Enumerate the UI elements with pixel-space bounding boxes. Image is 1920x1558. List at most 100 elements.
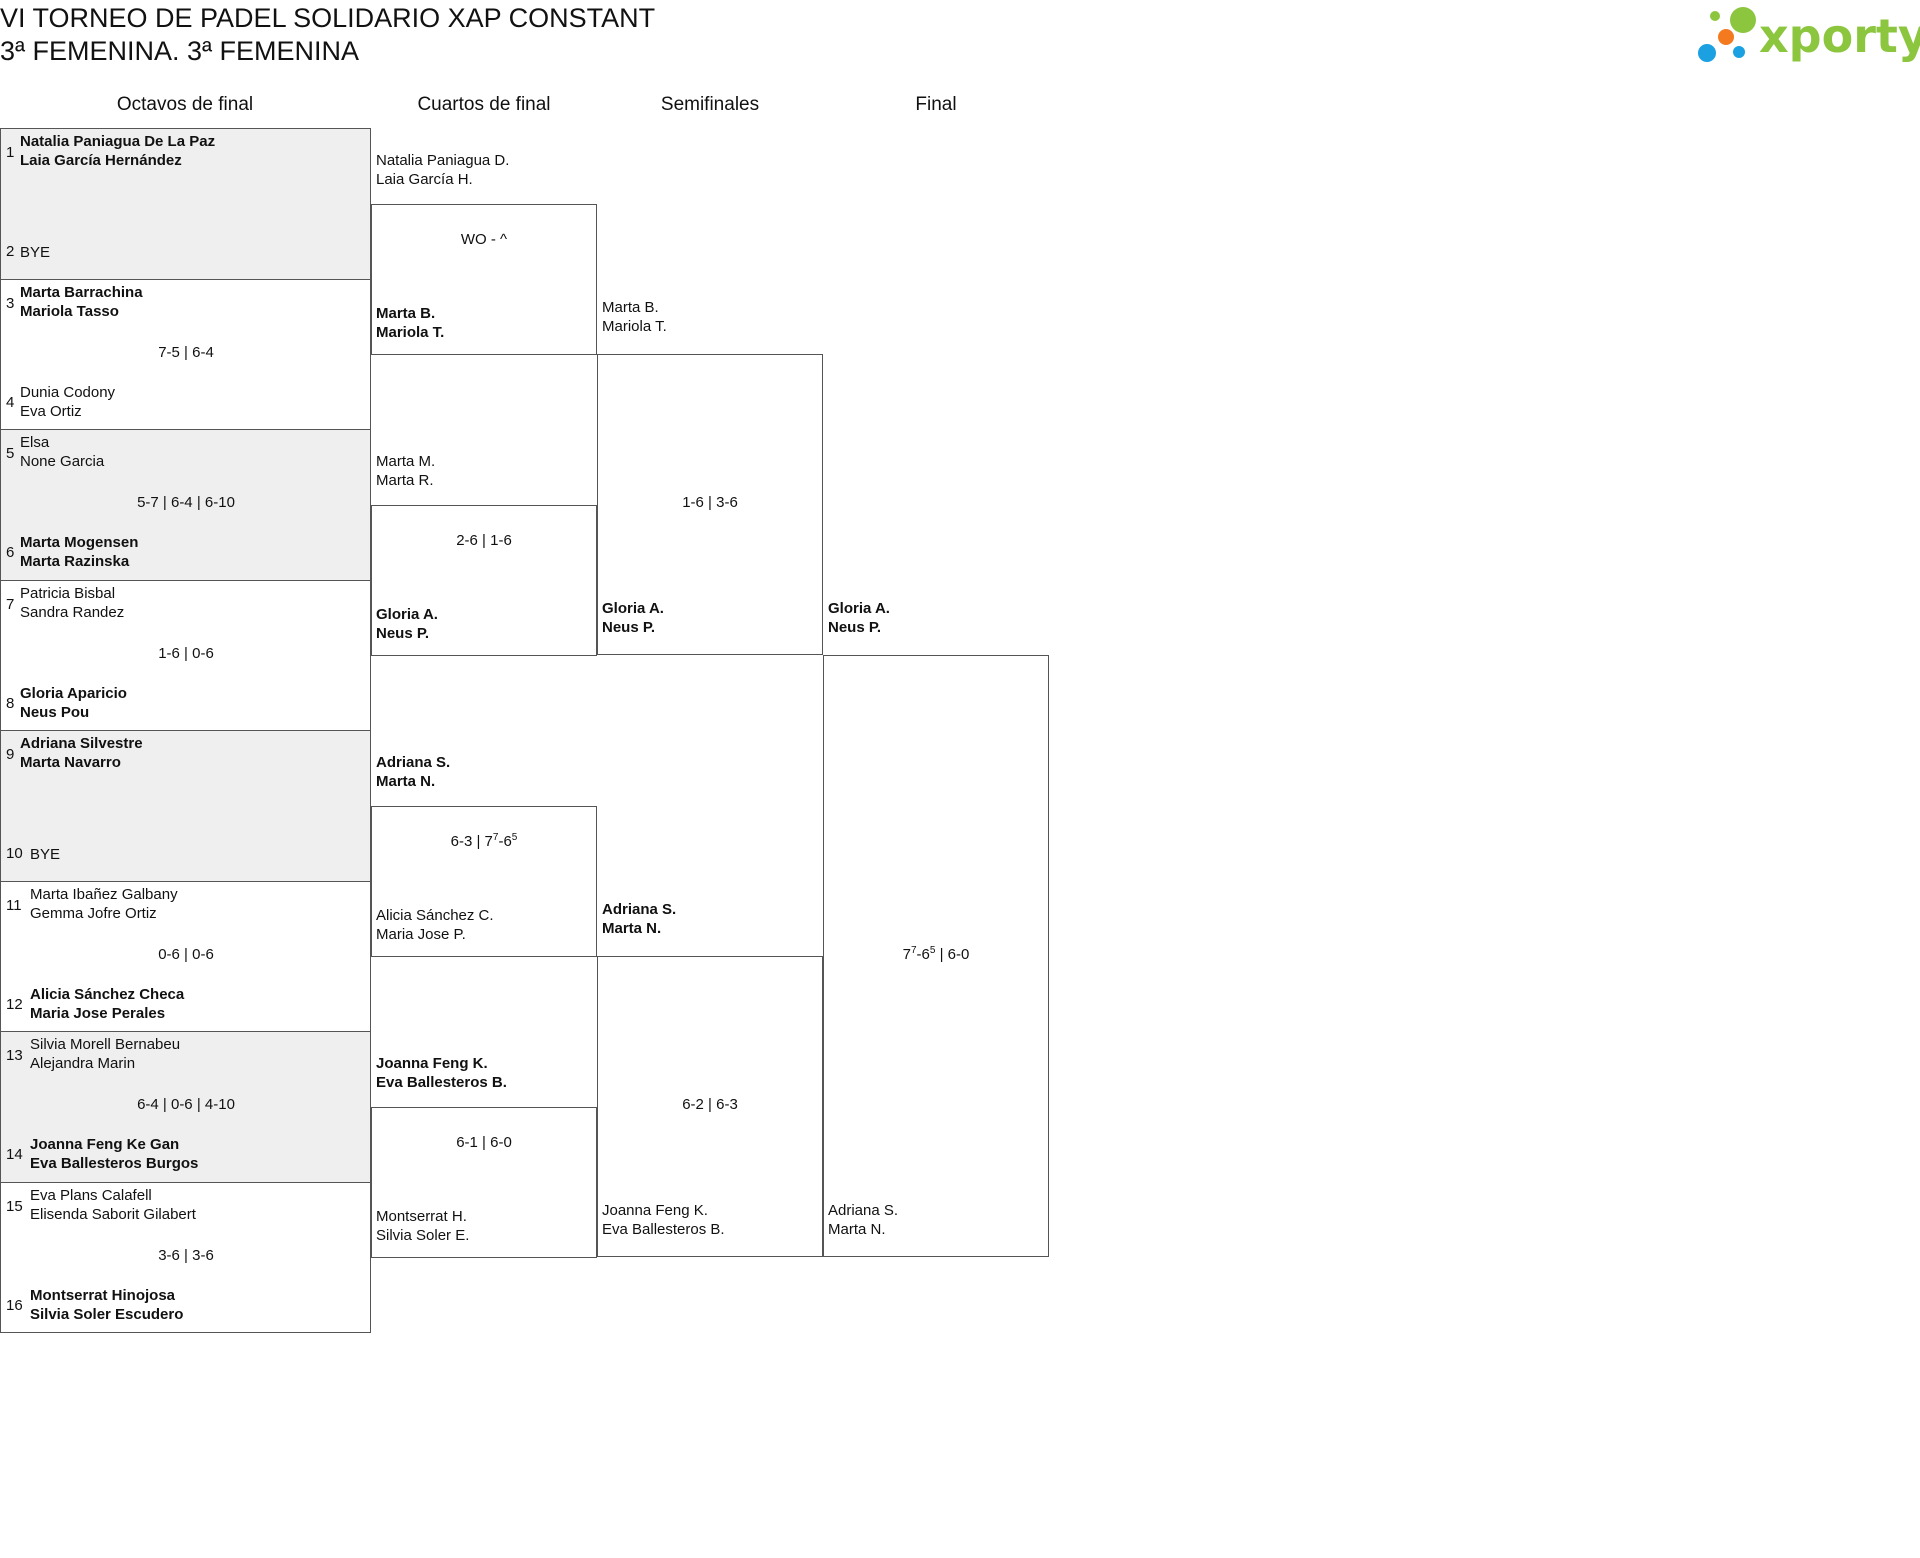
logo-dot-orange [1718,29,1734,45]
qf-team-1-player-2: Laia García H. [376,170,473,188]
qf-score-4: 6-1 | 6-0 [456,1133,512,1151]
logo-dot-green [1730,7,1756,33]
qf-team-3: Marta M.Marta R. [376,452,435,490]
tournament-title: VI TORNEO DE PADEL SOLIDARIO XAP CONSTAN… [0,3,656,33]
r16-team-10: BYE [30,845,60,864]
seed-number: 1 [6,144,15,161]
qf-match-2 [371,504,597,656]
final-match [823,654,1049,1257]
r16-team-8-player-2: Neus Pou [20,703,90,721]
final-team-1: Gloria A.Neus P. [828,599,890,637]
sf-team-2-player-2: Neus P. [602,618,656,636]
qf-score-3: 6-3 | 77-65 [450,831,518,850]
seed-number: 14 [6,1146,23,1163]
sf-team-4: Joanna Feng K.Eva Ballesteros B. [602,1201,725,1239]
r16-team-14-player-1: Joanna Feng Ke Gan [30,1136,180,1153]
r16-team-13-player-2: Alejandra Marin [30,1055,136,1072]
r16-team-11-player-2: Gemma Jofre Ortiz [30,904,157,922]
qf-team-5-player-1: Adriana S. [376,753,451,771]
sf-score-2: 6-2 | 6-3 [682,1096,738,1113]
r16-match-8 [0,1181,371,1333]
seed-number: 11 [6,896,22,914]
r16-team-12-player-2: Maria Jose Perales [30,1004,166,1022]
qf-team-6-player-2: Maria Jose P. [376,925,466,943]
sf-team-1-player-1: Marta B. [602,298,659,316]
qf-team-4-player-2: Neus P. [376,624,430,642]
qf-team-2-player-2: Mariola T. [376,323,445,341]
qf-team-4: Gloria A.Neus P. [376,605,438,643]
r16-team-13-player-1: Silvia Morell Bernabeu [30,1036,181,1053]
r16-match-3 [0,429,371,581]
qf-score-1: WO - ^ [460,230,508,248]
r16-team-16-player-1: Montserrat Hinojosa [30,1286,176,1304]
qf-team-7: Joanna Feng K.Eva Ballesteros B. [376,1054,507,1092]
r16-team-7-player-1: Patricia Bisbal [20,584,116,602]
sf-team-1: Marta B.Mariola T. [602,298,667,336]
qf-team-7-player-1: Joanna Feng K. [376,1054,488,1072]
r16-match-1 [0,128,371,280]
qf-team-3-player-1: Marta M. [376,452,436,470]
final-score: 77-65 | 6-0 [902,944,970,963]
sf-team-3: Adriana S.Marta N. [602,900,676,938]
r16-team-8-player-1: Gloria Aparicio [20,684,127,702]
r16-team-16-player-2: Silvia Soler Escudero [30,1305,184,1323]
r16-team-4-player-2: Eva Ortiz [20,402,82,420]
logo-text: xporty [1759,9,1920,63]
r16-team-3-player-2: Mariola Tasso [20,302,119,320]
seed-number: 12 [6,995,23,1013]
qf-team-8-player-2: Silvia Soler E. [376,1226,470,1244]
round-header-final: Final [915,94,957,115]
r16-team-2-player-1: BYE [20,244,51,261]
seed-number: 2 [6,243,15,260]
r16-team-11-player-1: Marta Ibañez Galbany [30,885,178,903]
seed-number: 15 [6,1197,23,1215]
logo-dot-green-small [1710,11,1720,21]
seed-number: 4 [6,393,15,411]
final-team-2-player-2: Marta N. [828,1220,886,1238]
qf-team-8: Montserrat H.Silvia Soler E. [376,1207,469,1245]
r16-team-12-player-1: Alicia Sánchez Checa [30,985,185,1003]
r16-score-4: 1-6 | 0-6 [158,644,214,662]
seed-number: 9 [6,746,15,763]
r16-team-14-player-2: Eva Ballesteros Burgos [30,1155,199,1172]
r16-team-5-player-2: None Garcia [20,453,105,470]
qf-team-6-player-1: Alicia Sánchez C. [376,906,494,924]
qf-match-4 [371,1106,597,1258]
qf-match-1 [371,203,597,355]
sf-team-3-player-1: Adriana S. [602,900,677,918]
r16-score-3: 5-7 | 6-4 | 6-10 [137,494,235,511]
r16-team-6-player-1: Marta Mogensen [20,534,139,551]
r16-team-9-player-2: Marta Navarro [20,754,121,771]
seed-number: 6 [6,544,15,561]
sf-match-2 [597,955,823,1257]
xporty-logo: xporty [1698,7,1920,63]
final-team-2-player-1: Adriana S. [828,1201,899,1219]
r16-score-8: 3-6 | 3-6 [158,1246,214,1264]
r16-team-10-player-1: BYE [30,846,61,863]
sf-score-1: 1-6 | 3-6 [682,494,738,511]
r16-team-15-player-2: Elisenda Saborit Gilabert [30,1205,196,1223]
qf-score-2: 2-6 | 1-6 [456,531,512,549]
r16-team-5-player-1: Elsa [20,434,50,451]
qf-team-5-player-2: Marta N. [376,772,436,790]
category-subtitle: 3ª FEMENINA. 3ª FEMENINA [0,36,360,66]
r16-team-7-player-2: Sandra Randez [20,603,125,621]
final-team-1-player-1: Gloria A. [828,599,890,617]
qf-team-8-player-1: Montserrat H. [376,1207,467,1225]
sf-team-2-player-1: Gloria A. [602,599,664,617]
qf-team-5: Adriana S.Marta N. [376,753,450,791]
final-team-2: Adriana S.Marta N. [828,1201,898,1239]
logo-dot-blue-small [1733,46,1745,58]
seed-number: 8 [6,694,15,712]
sf-team-1-player-2: Mariola T. [602,317,667,335]
